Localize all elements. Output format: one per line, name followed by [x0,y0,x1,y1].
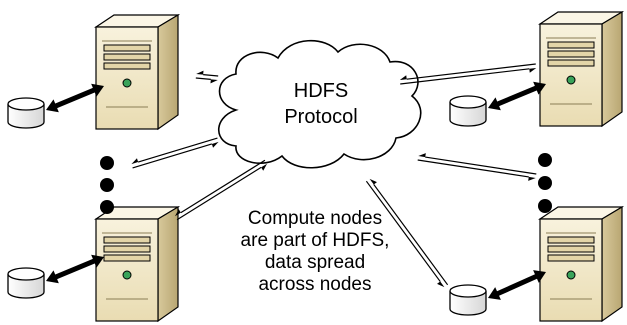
disk-cylinder-icon [449,284,487,316]
disk-link-bottom-left [46,254,104,284]
caption-line-1: Compute nodes [247,208,383,229]
cloud-title: HDFS [293,80,349,102]
cloud-subtitle: Protocol [284,106,358,128]
server-node-bottom-right [449,206,623,322]
ellipsis-dots-right [538,153,552,213]
server-node-top-right [449,11,623,127]
disk-link-top-right [488,81,546,111]
disk-link-top-left [46,83,104,113]
caption-line-4: across nodes [258,274,372,295]
protocol-link-bottom-right [365,178,449,288]
disk-links [46,81,546,300]
disk-cylinder-icon [449,95,487,127]
protocol-link-mid-right [417,153,537,181]
cloud-icon [218,39,422,169]
server-tower-icon [95,206,179,322]
disk-cylinder-icon [7,267,45,299]
ellipsis-dots-left [100,156,114,214]
disk-cylinder-icon [7,97,45,129]
protocol-link-bottom-left [174,159,268,221]
protocol-links [131,63,537,288]
caption-line-3: data spread [264,252,366,273]
server-tower-icon [539,11,623,127]
protocol-link-mid-left [131,137,219,169]
protocol-link-top-left [195,70,219,84]
caption-line-2: are part of HDFS, [240,230,390,251]
server-node-top-left [7,14,179,130]
disk-link-bottom-right [488,270,546,300]
protocol-link-top-right [399,63,537,85]
server-tower-icon [539,206,623,322]
server-tower-icon [95,14,179,130]
